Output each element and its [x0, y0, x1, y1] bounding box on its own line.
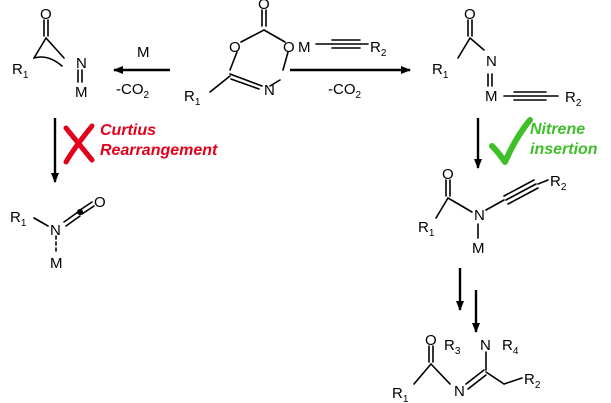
decarboxylation-label: -CO2: [116, 81, 150, 101]
alkynyl-reagent: M R2: [298, 39, 387, 59]
checkmark-icon: [489, 117, 533, 165]
dioxazolone-structure: O O O N R1: [184, 0, 295, 108]
r3-substituent: R3: [444, 337, 461, 357]
right-reaction-arrow: -CO2: [290, 66, 411, 101]
ring-nitrogen-atom: N: [264, 82, 275, 99]
r1-substituent: R1: [432, 61, 449, 81]
carbonyl-oxygen-atom: O: [425, 332, 437, 349]
r4-substituent: R4: [502, 337, 519, 357]
metal-atom: M: [472, 240, 485, 257]
carbonyl-oxygen-atom: O: [258, 0, 270, 13]
decarboxylation-label: -CO2: [328, 81, 362, 101]
nitrene-label-line1: Nitrene: [530, 121, 585, 138]
imine-nitrogen-atom: N: [454, 383, 465, 400]
r2-substituent: R2: [370, 39, 387, 59]
nitrogen-atom: N: [486, 53, 497, 70]
r2-substituent: R2: [565, 89, 582, 109]
metal-atom: M: [75, 84, 88, 101]
r1-substituent: R1: [10, 209, 27, 229]
migration-curved-arrow: [33, 56, 63, 67]
metal-atom: M: [485, 88, 498, 105]
r1-substituent: R1: [418, 219, 435, 239]
metal-atom: M: [50, 255, 63, 272]
acyl-amidine-structure: O N N R3 R4 R1 R2: [392, 332, 541, 403]
alkynyl-metal-nitrenoid-structure: O N M R1 R2: [432, 6, 582, 109]
carbonyl-oxygen-atom: O: [464, 6, 476, 23]
nitrogen-atom: N: [50, 222, 61, 239]
metal-atom: M: [298, 39, 311, 56]
r1-substituent: R1: [12, 61, 29, 81]
left-reaction-arrow: M -CO2: [113, 44, 170, 101]
nitrene-label-line2: insertion: [530, 141, 598, 158]
nitrogen-atom: N: [474, 207, 485, 224]
metal-nitrenoid-structure: O N M R1: [12, 6, 88, 101]
amine-nitrogen-atom: N: [480, 337, 491, 354]
curtius-label-line1: Curtius: [100, 122, 156, 139]
cross-icon: [63, 123, 95, 165]
r1-substituent: R1: [184, 88, 201, 108]
r2-substituent: R2: [524, 371, 541, 391]
nitrogen-atom: N: [76, 55, 87, 72]
r2-substituent: R2: [550, 173, 567, 193]
metal-reagent-label: M: [137, 44, 150, 61]
carbonyl-oxygen-atom: O: [442, 166, 454, 183]
ring-oxygen-atom: O: [283, 39, 295, 56]
ynamide-structure: O N M R1 R2: [418, 166, 567, 257]
curtius-label-line2: Rearrangement: [100, 142, 218, 159]
oxygen-atom: O: [94, 194, 106, 211]
isocyanate-structure: R1 N O M: [10, 194, 106, 272]
carbonyl-oxygen-atom: O: [40, 6, 52, 23]
ring-oxygen-atom: O: [229, 39, 241, 56]
r1-substituent: R1: [392, 385, 409, 403]
